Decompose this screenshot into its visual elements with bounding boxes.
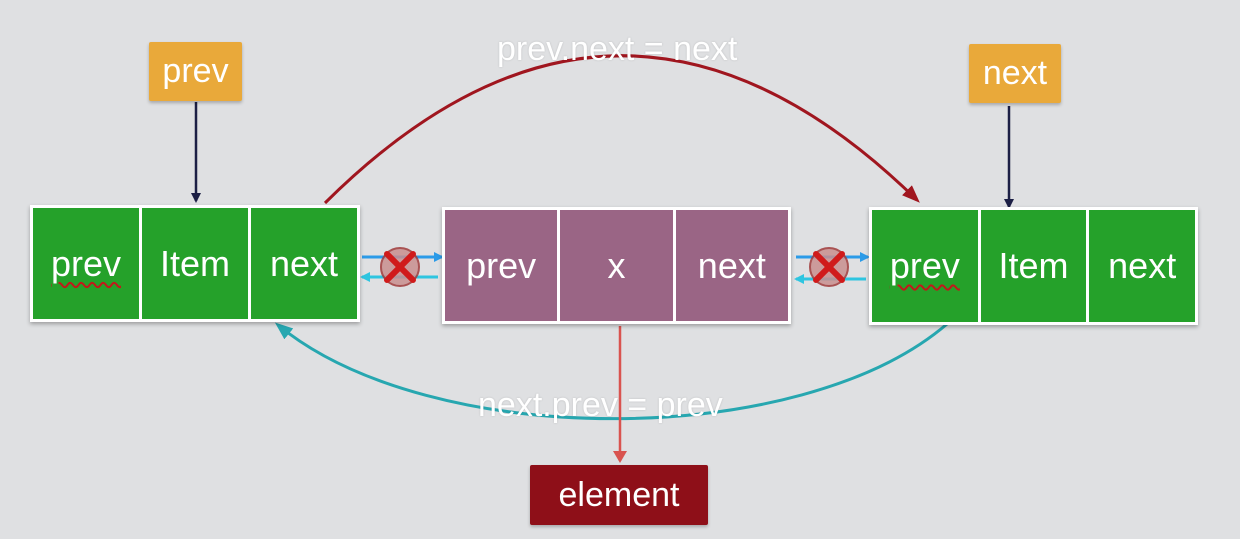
next-pointer-label: next [982,54,1048,92]
middle-node-next-cell: next [672,210,788,321]
element-result-tag: element [530,465,708,525]
prev-pointer-label: prev [162,52,229,90]
left-node-next-label: next [269,242,339,284]
right-node-next-cell: next [1086,210,1196,322]
next-pointer-tag: next [969,44,1061,103]
middle-node-item-label: x [607,244,626,286]
middle-node-item-cell: x [557,210,673,321]
prev-pointer-tag: prev [149,42,242,101]
left-node-prev-label: prev [50,242,122,284]
right-node-item-cell: Item [977,210,1087,322]
right-node-next-label: next [1108,245,1177,286]
left-node: prev Item next [30,205,360,322]
bottom-arc-arrow [274,322,948,421]
right-node: prev Item next [869,207,1198,325]
middle-node-prev-label: prev [466,244,537,286]
right-node-prev-label: prev [889,245,960,286]
middle-node: prev x next [442,207,791,324]
right-node-item-label: Item [998,245,1069,286]
left-node-next-cell: next [248,208,357,319]
middle-node-next-label: next [697,244,766,286]
broken-link-icon [380,247,420,287]
left-node-prev-cell: prev [33,208,139,319]
top-caption: prev.next = next [497,30,738,68]
broken-link-icon [809,247,849,287]
middle-node-prev-cell: prev [445,210,558,321]
left-node-item-label: Item [159,242,230,284]
top-arc-arrow [323,54,920,205]
right-node-prev-cell: prev [872,210,978,322]
element-result-label: element [558,475,680,514]
bottom-caption: next.prev = prev [478,386,723,424]
left-node-item-cell: Item [139,208,248,319]
